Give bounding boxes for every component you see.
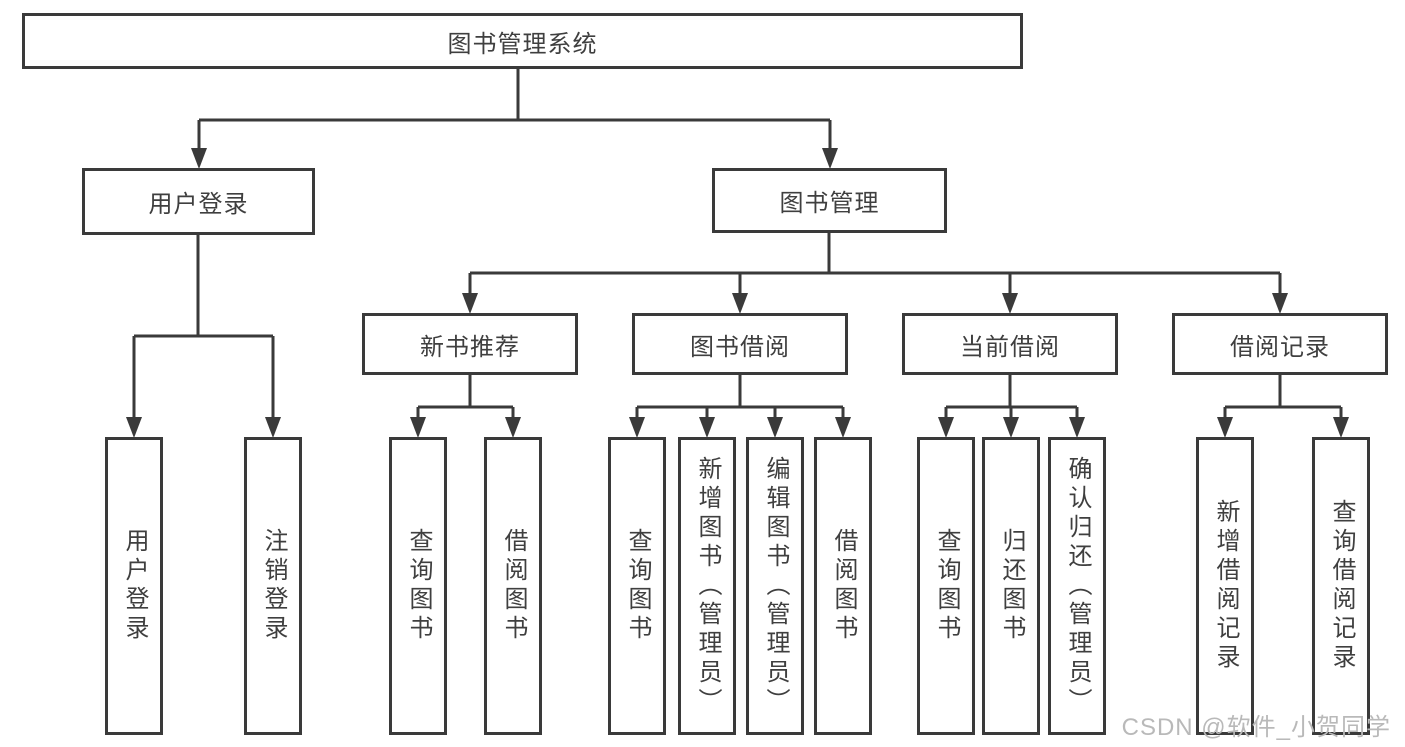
- leaf-borrowing-query-books: 查询图书: [608, 437, 666, 735]
- node-borrowing-records-label: 借阅记录: [1230, 333, 1330, 361]
- leaf-current-confirm-return-admin: 确认归还（管理员）: [1048, 437, 1106, 735]
- node-new-book-recommendation-label: 新书推荐: [420, 333, 520, 361]
- leaf-records-add-borrow-record: 新增借阅记录: [1196, 437, 1254, 735]
- node-library-management-system: 图书管理系统: [22, 13, 1023, 69]
- node-book-management-label: 图书管理: [779, 190, 880, 217]
- leaf-borrowing-edit-book-admin: 编辑图书（管理员）: [746, 437, 804, 735]
- node-current-borrowing-label: 当前借阅: [960, 333, 1060, 361]
- leaf-borrowing-query-books-label: 查询图书: [624, 528, 651, 644]
- node-borrowing-records: 借阅记录: [1172, 313, 1388, 375]
- leaf-user-login-label: 用户登录: [121, 528, 148, 644]
- watermark: CSDN @软件_小贺同学: [1121, 714, 1391, 741]
- leaf-records-add-borrow-record-label: 新增借阅记录: [1212, 499, 1239, 673]
- node-book-borrowing: 图书借阅: [632, 313, 848, 375]
- leaf-borrowing-add-book-admin: 新增图书（管理员）: [678, 437, 736, 735]
- node-library-management-system-label: 图书管理系统: [447, 30, 598, 58]
- leaf-records-query-borrow-record: 查询借阅记录: [1312, 437, 1370, 735]
- node-new-book-recommendation: 新书推荐: [362, 313, 578, 375]
- leaf-borrowing-add-book-admin-label: 新增图书（管理员）: [694, 455, 721, 717]
- leaf-logout-login-label: 注销登录: [260, 528, 287, 644]
- leaf-borrowing-borrow-books-label: 借阅图书: [830, 528, 857, 644]
- leaf-user-login: 用户登录: [105, 437, 163, 735]
- leaf-borrowing-borrow-books: 借阅图书: [814, 437, 872, 735]
- leaf-current-query-books-label: 查询图书: [933, 528, 960, 644]
- leaf-records-query-borrow-record-label: 查询借阅记录: [1328, 499, 1355, 673]
- leaf-current-return-book: 归还图书: [982, 437, 1040, 735]
- node-user-login: 用户登录: [82, 168, 315, 235]
- leaf-current-confirm-return-admin-label: 确认归还（管理员）: [1064, 455, 1091, 717]
- leaf-newrec-borrow-books: 借阅图书: [484, 437, 542, 735]
- leaf-newrec-borrow-books-label: 借阅图书: [500, 528, 527, 644]
- leaf-current-return-book-label: 归还图书: [998, 528, 1025, 644]
- node-current-borrowing: 当前借阅: [902, 313, 1118, 375]
- leaf-logout-login: 注销登录: [244, 437, 302, 735]
- leaf-current-query-books: 查询图书: [917, 437, 975, 735]
- leaf-newrec-query-books-label: 查询图书: [405, 528, 432, 644]
- node-book-management: 图书管理: [712, 168, 947, 233]
- leaf-borrowing-edit-book-admin-label: 编辑图书（管理员）: [762, 455, 789, 717]
- node-book-borrowing-label: 图书借阅: [690, 333, 790, 361]
- node-user-login-label: 用户登录: [148, 191, 249, 218]
- leaf-newrec-query-books: 查询图书: [389, 437, 447, 735]
